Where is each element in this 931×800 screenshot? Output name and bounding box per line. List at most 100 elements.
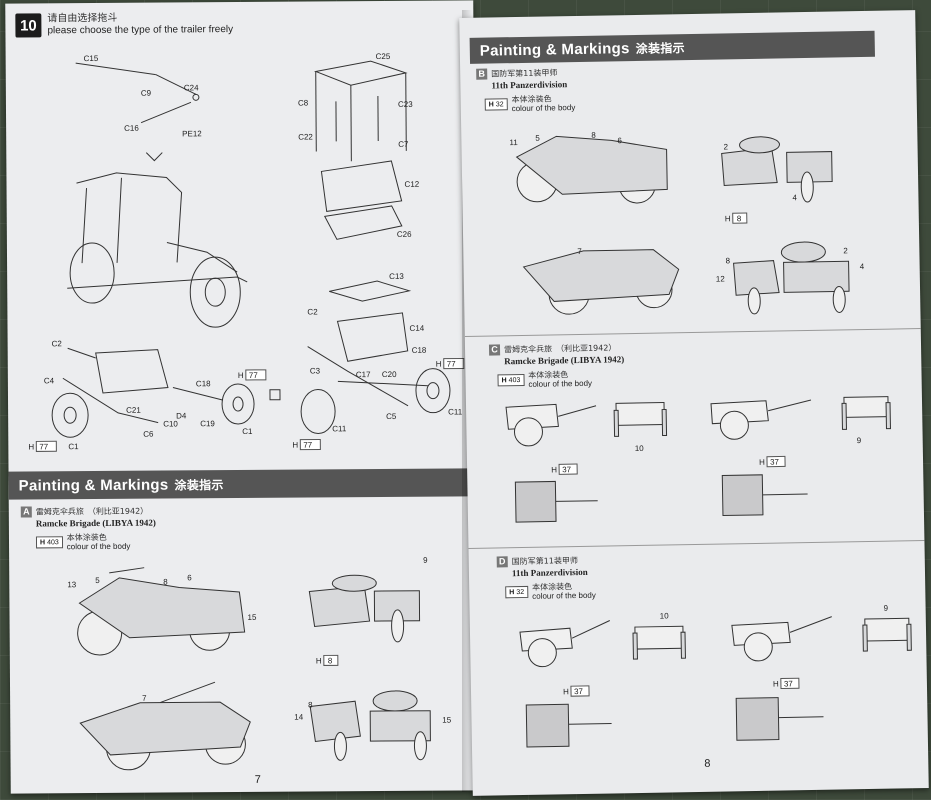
part-label: C10 [163, 419, 178, 428]
part-label: D4 [176, 411, 187, 420]
svg-text:8: 8 [725, 256, 730, 265]
paint-code-chip: H 77 [292, 438, 321, 451]
part-label: C25 [376, 52, 391, 61]
part-label: C9 [141, 89, 152, 98]
paint-code-chip: H 77 [238, 369, 267, 381]
part-label: C1 [242, 427, 253, 436]
svg-text:9: 9 [884, 604, 889, 613]
colour-label-en: colour of the body [528, 378, 593, 389]
part-label: C24 [184, 83, 199, 92]
colour-label-cn: 本体涂装色 [66, 532, 107, 543]
part-label: C2 [52, 339, 63, 348]
painting-title-cn: 涂装指示 [635, 40, 686, 56]
painting-markings-header: Painting & Markings 涂装指示 [469, 30, 875, 64]
scheme-unit-cn: 雷姆克伞兵旅 （利比亚1942） [503, 342, 617, 354]
svg-text:8: 8 [591, 131, 596, 140]
scheme-letter: C [488, 343, 501, 356]
scheme-a-header: A 雷姆克伞兵旅 （利比亚1942） Ramcke Brigade (LIBYA… [20, 505, 156, 554]
svg-text:7: 7 [142, 694, 147, 703]
svg-text:13: 13 [67, 580, 77, 589]
svg-text:5: 5 [535, 134, 540, 143]
section-divider [468, 539, 925, 549]
svg-text:H: H [759, 458, 765, 467]
instruction-page-right: Painting & Markings 涂装指示 B 国防军第11装甲师 11t… [459, 10, 929, 796]
svg-text:8: 8 [163, 578, 168, 587]
part-label: C20 [382, 370, 397, 379]
svg-text:15: 15 [248, 613, 258, 622]
step-10-assembly-drawing: C15 C9 C24 C16 PE12 C25 C8 C23 C22 C7 C1… [28, 52, 465, 452]
svg-text:5: 5 [95, 576, 100, 585]
scheme-letter: B [476, 68, 488, 80]
scheme-unit-en: Ramcke Brigade (LIBYA 1942) [504, 354, 625, 367]
part-label: C14 [409, 324, 424, 333]
page-number-right: 8 [704, 757, 711, 770]
svg-text:4: 4 [860, 262, 865, 271]
colour-label-en: colour of the body [66, 541, 131, 552]
part-label: C18 [412, 346, 427, 355]
svg-text:12: 12 [716, 274, 726, 283]
svg-text:H: H [436, 360, 442, 369]
svg-text:H: H [316, 656, 322, 665]
part-label: C12 [404, 180, 419, 189]
svg-text:9: 9 [857, 436, 862, 445]
part-label: C21 [126, 406, 141, 415]
svg-text:8: 8 [737, 214, 742, 223]
svg-text:37: 37 [770, 458, 780, 467]
svg-text:2: 2 [723, 142, 728, 151]
svg-text:77: 77 [303, 441, 313, 450]
svg-text:2: 2 [843, 246, 848, 255]
svg-text:37: 37 [562, 465, 572, 474]
svg-text:11: 11 [509, 138, 518, 147]
part-label: C4 [44, 376, 55, 385]
scheme-letter: D [496, 555, 508, 567]
svg-text:14: 14 [294, 713, 304, 722]
painting-markings-header: Painting & Markings 涂装指示 [8, 468, 469, 500]
paint-code-chip: H 77 [28, 440, 57, 452]
svg-text:8: 8 [308, 701, 313, 710]
part-label: C3 [310, 366, 321, 375]
svg-text:10: 10 [660, 611, 670, 620]
svg-text:H: H [551, 465, 557, 474]
colour-label-en: colour of the body [511, 103, 576, 114]
svg-text:9: 9 [423, 556, 428, 565]
part-label: C8 [298, 99, 309, 108]
svg-text:8: 8 [328, 656, 333, 665]
scheme-unit-cn: 国防军第11装甲师 [491, 67, 558, 78]
part-label: C2 [307, 307, 318, 316]
part-label: C16 [124, 124, 139, 133]
part-label: C11 [448, 407, 463, 416]
svg-text:H: H [773, 680, 779, 689]
svg-text:77: 77 [249, 371, 259, 380]
scheme-unit-cn: 国防军第11装甲师 [511, 555, 578, 566]
svg-text:77: 77 [447, 360, 457, 369]
svg-text:15: 15 [442, 716, 452, 725]
part-label: C11 [332, 424, 347, 433]
svg-text:H: H [563, 687, 569, 696]
svg-text:H: H [28, 442, 34, 451]
section-divider [464, 328, 921, 337]
svg-text:6: 6 [617, 136, 622, 145]
scheme-unit-en: 11th Panzerdivision [511, 566, 588, 579]
scheme-letter: A [20, 505, 32, 518]
svg-text:7: 7 [577, 247, 582, 256]
part-label: C17 [356, 370, 371, 379]
part-label: C18 [196, 379, 211, 388]
right-page-drawings: 11 5 8 6 7 2 4 8 12 2 4 H 8 10 9 H 37 H … [505, 131, 912, 748]
scheme-unit-cn: 雷姆克伞兵旅 （利比亚1942） [35, 506, 149, 516]
painting-title-cn: 涂装指示 [174, 477, 224, 492]
svg-text:H: H [725, 214, 731, 223]
part-label: C15 [84, 54, 99, 63]
part-label: C13 [389, 272, 404, 281]
painting-title: Painting & Markings [18, 476, 169, 495]
svg-text:77: 77 [39, 442, 49, 451]
part-label: C22 [298, 132, 313, 141]
part-label: C7 [398, 140, 409, 149]
svg-text:4: 4 [792, 193, 797, 202]
scheme-unit-en: 11th Panzerdivision [491, 79, 568, 91]
part-label: PE12 [182, 129, 202, 138]
part-label: C19 [200, 419, 215, 428]
